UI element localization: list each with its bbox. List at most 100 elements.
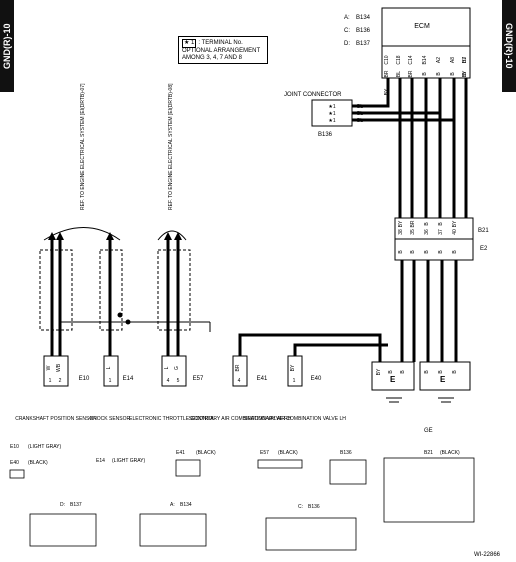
joint-wire-color-1: BL: [357, 111, 363, 117]
ground-right-color-0: B: [424, 370, 430, 374]
ecm-wire-color-1: BL: [396, 71, 402, 77]
ground-label-right: E: [440, 375, 446, 384]
component-wire-color-e57-1: G: [174, 366, 180, 370]
b21-bot-color-1: B: [410, 250, 416, 254]
b21-pin-2: 36: [424, 229, 430, 235]
ground-left-color-0: BY: [376, 368, 382, 375]
terminal-note: ★ 1: TERMINAL No. OPTIONAL ARRANGEMENT A…: [178, 36, 268, 64]
joint-wire-label: BY: [384, 88, 390, 95]
component-pin-e10-0: 1: [49, 378, 52, 384]
b21-pin-1: 35: [410, 229, 416, 235]
component-pin-e57-0: 4: [167, 378, 170, 384]
b21-id: B21: [478, 228, 489, 234]
component-name-e57: ELECTRONIC THROTTLE CONTROL: [129, 416, 215, 422]
b21-top-color-4: BY: [452, 220, 458, 227]
component-id-e41: E41: [257, 376, 268, 382]
legend-b134-id: B134: [180, 502, 192, 508]
component-name-e41: SECONDARY AIR COMBINATION VALVE RH: [189, 416, 292, 422]
ground-block-right: [419, 361, 471, 391]
b21-top-color-0: BY: [398, 220, 404, 227]
legend-b137-id: B137: [70, 502, 82, 508]
shield-e57: [157, 249, 191, 331]
ecm-pin-3: B14: [422, 55, 428, 64]
b21-e2: E2: [480, 246, 488, 252]
ecm-conn-a-letter: A:: [344, 15, 350, 21]
ground-right-color-1: B: [438, 370, 444, 374]
ecm-wire-color-6: B: [462, 72, 468, 76]
legend-e14-id: E14: [96, 458, 105, 464]
component-wire-color-e57-0: L: [164, 366, 170, 369]
ecm-pin-4: A2: [436, 57, 442, 63]
note-text: : TERMINAL No. OPTIONAL ARRANGEMENT AMON…: [182, 40, 261, 61]
legend-b136-small-id: B136: [340, 450, 352, 456]
component-id-e10: E10: [79, 376, 90, 382]
side-tab-right: GND(R)-10: [502, 0, 516, 92]
legend-b21-color: (BLACK): [440, 450, 460, 456]
legend-b136-connector: [265, 517, 357, 551]
ground-right-color-2: B: [452, 370, 458, 374]
legend-b136-small-connector: [329, 459, 367, 485]
ground-label-left: E: [390, 375, 396, 384]
ecm-wire-color-2: BR: [408, 70, 414, 77]
ecm-pin-5: A8: [450, 57, 456, 63]
legend-e57-color: (BLACK): [278, 450, 298, 456]
legend-b21-connector: [383, 457, 475, 523]
ecm-pin-7: D7: [462, 57, 468, 64]
legend-e57-id: E57: [260, 450, 269, 456]
joint-connector-id: B136: [318, 132, 333, 138]
joint-pin-1: ★1: [328, 111, 335, 117]
b21-top-color-3: B: [438, 222, 444, 226]
ref-arc-2: [157, 230, 187, 241]
ecm-conn-a-id: B134: [356, 15, 371, 21]
legend-e14-color: (LIGHT GRAY): [112, 458, 145, 464]
ground-block-left: [371, 361, 415, 391]
b21-bot-color-2: B: [424, 250, 430, 254]
legend-b136-prefix: C:: [298, 504, 303, 510]
ground-left-color-2: B: [400, 370, 406, 374]
legend-e10-id: E10: [10, 444, 19, 450]
legend-e41-connector: [175, 459, 201, 477]
ground-ge: GE: [424, 428, 433, 434]
component-pin-e40-0: 1: [293, 378, 296, 384]
legend-e41-id: E41: [176, 450, 185, 456]
component-name-e10: CRANKSHAFT POSITION SENSOR: [15, 416, 97, 422]
b21-top-color-2: B: [424, 222, 430, 226]
legend-e10-color: (LIGHT GRAY): [28, 444, 61, 450]
b21-top-color-1: BR: [410, 220, 416, 227]
legend-e40-color: (BLACK): [28, 460, 48, 466]
component-pin-e10-1: 2: [59, 378, 62, 384]
component-pin-e14-0: 1: [109, 378, 112, 384]
component-name-e40: SECONDARY AIR COMBINATION VALVE LH: [244, 416, 346, 422]
component-wire-color-e14-0: L: [106, 366, 112, 369]
component-pin-e41-0: 4: [238, 378, 241, 384]
legend-b137-prefix: D:: [60, 502, 65, 508]
b21-bot-color-4: B: [452, 250, 458, 254]
joint-wire-color-2: BL: [357, 118, 363, 124]
ecm-conn-c-letter: C:: [344, 28, 350, 34]
b21-pin-4: 40: [452, 229, 458, 235]
b21-pin-3: 37: [438, 229, 444, 235]
ecm-pin-2: C14: [408, 55, 414, 64]
legend-b134-connector: [139, 513, 207, 547]
e57-box: [161, 355, 187, 387]
figure-id: WI-22866: [474, 552, 501, 558]
component-pin-e57-1: 5: [177, 378, 180, 384]
legend-e57-connector: [257, 459, 303, 469]
component-name-e14: KNOCK SENSOR: [90, 416, 131, 422]
legend-e41-color: (BLACK): [196, 450, 216, 456]
e10-box: [43, 355, 69, 387]
ref-text-1: REF. TO ENGINE ELECTRICAL SYSTEM [EI(DRT…: [80, 83, 86, 210]
legend-b136-id: B136: [308, 504, 320, 510]
ecm-wire-color-3: B: [422, 72, 428, 76]
joint-wire-color-0: BL: [357, 104, 363, 110]
ecm-conn-c-id: B136: [356, 28, 371, 34]
legend-b134-prefix: A:: [170, 502, 175, 508]
component-id-e57: E57: [193, 376, 204, 382]
legend-e10-connector: [9, 469, 25, 479]
legend-e40-id: E40: [10, 460, 19, 466]
ecm-wire-color-7: BY: [462, 70, 468, 77]
component-wire-color-e41-0: BR: [235, 364, 241, 371]
component-wire-color-e40-0: BY: [290, 364, 296, 371]
shield-e10: [39, 249, 73, 331]
